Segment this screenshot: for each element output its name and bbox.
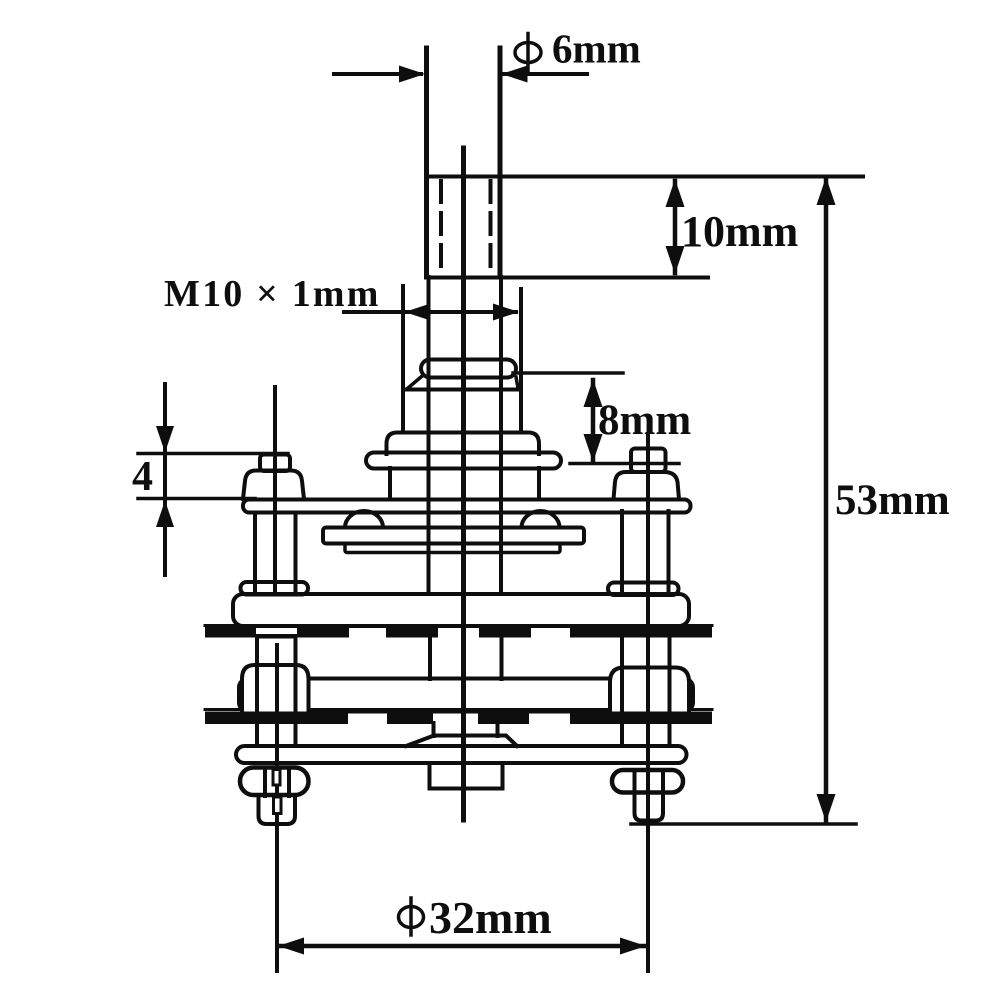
- svg-text:M10 × 1mm: M10 × 1mm: [164, 273, 381, 315]
- svg-text:53mm: 53mm: [835, 477, 950, 524]
- svg-text:6mm: 6mm: [552, 26, 641, 72]
- svg-text:10mm: 10mm: [681, 207, 798, 256]
- svg-text:32mm: 32mm: [429, 892, 552, 943]
- svg-text:8mm: 8mm: [598, 397, 691, 444]
- svg-text:4: 4: [132, 454, 153, 500]
